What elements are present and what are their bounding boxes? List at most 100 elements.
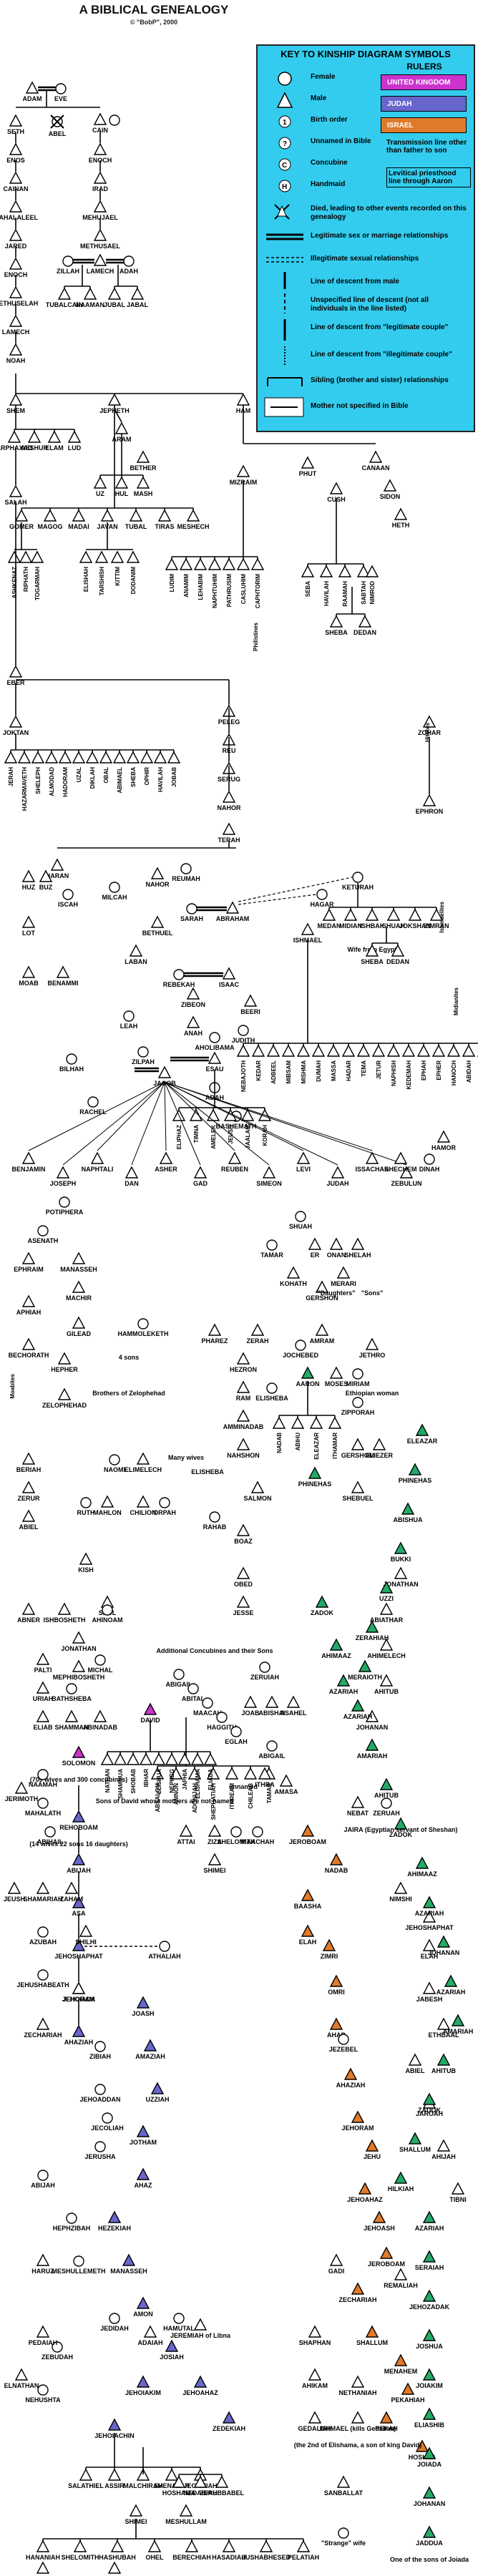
female-circle-icon <box>259 1662 270 1673</box>
person-name: PEDAIAH <box>29 2339 58 2346</box>
person-name: SHUAH <box>289 1223 312 1230</box>
person-name: JADDUA <box>416 2540 443 2547</box>
person-name: unnamed <box>229 1783 258 1790</box>
kinship-line <box>164 1081 201 1166</box>
male-triangle-icon <box>266 1044 281 1057</box>
person-name: AHIJAH <box>431 2153 456 2160</box>
person-name: SHELOMITH <box>218 1838 255 1845</box>
person-name: GERSHON <box>306 1294 338 1302</box>
male-triangle-icon <box>462 1044 476 1057</box>
male-triangle-icon <box>21 1509 36 1522</box>
person-name: PELATIAH <box>288 2554 319 2561</box>
male-triangle-icon <box>358 1659 372 1672</box>
person-name: ASSIR <box>104 2482 125 2489</box>
male-triangle-icon <box>372 1438 386 1450</box>
person-name: LUD <box>68 444 82 452</box>
person-name: ADONIJAH <box>192 1783 198 1813</box>
person-name: JUBAL <box>104 301 126 308</box>
kinship-line <box>164 1081 270 1166</box>
person-name: NIMROD <box>369 581 376 605</box>
person-name: JABESH <box>416 1996 443 2003</box>
male-triangle-icon <box>167 751 181 763</box>
male-triangle-icon <box>122 2253 136 2266</box>
person-name: KOHATH <box>280 1280 307 1287</box>
male-triangle-icon <box>21 965 36 978</box>
female-circle-icon <box>102 1604 113 1616</box>
male-triangle-icon <box>208 1824 222 1837</box>
ruler-note-transmission: Transmission line other than father to s… <box>386 139 467 155</box>
male-triangle-icon <box>9 343 23 356</box>
person-name: JOSEPH <box>50 1180 77 1187</box>
male-triangle-icon <box>157 1065 172 1078</box>
male-triangle-icon <box>356 1044 371 1057</box>
person-name: JERUSHA <box>84 2153 116 2160</box>
male-triangle-icon <box>301 1924 315 1937</box>
person-name: ZERAHIAH <box>356 1634 389 1641</box>
person-name: ELISHUA <box>156 1769 162 1794</box>
key-row-birth-order: 1 Birth order <box>258 113 474 133</box>
person-name: SHAPHAN <box>299 2339 331 2346</box>
sibling-line-icon <box>267 377 303 386</box>
male-triangle-icon <box>147 2540 162 2552</box>
male-triangle-icon <box>222 557 236 570</box>
person-name: JEHUSHABEATH <box>16 1981 69 1989</box>
person-name: ZECHARIAH <box>339 2296 377 2303</box>
male-triangle-icon <box>129 944 143 957</box>
person-name: OPHIR <box>144 767 150 786</box>
male-triangle-icon <box>186 509 200 522</box>
person-name: ABIDAH <box>466 1060 472 1083</box>
male-triangle-icon <box>394 2353 408 2366</box>
male-triangle-icon <box>422 715 436 728</box>
male-triangle-icon <box>136 1452 150 1465</box>
person-name: AHITUB <box>374 1792 399 1799</box>
page-title: A BIBLICAL GENEALOGY <box>79 3 229 16</box>
person-name: ABIEL <box>406 2067 426 2074</box>
person-name: EVE <box>54 95 67 102</box>
person-name: ELISHEBA <box>191 1468 224 1475</box>
person-name: UZAL <box>76 767 82 782</box>
male-triangle-icon <box>193 557 208 570</box>
male-triangle-icon <box>379 1638 394 1651</box>
person-name: ATHALIAH <box>148 1953 180 1960</box>
person-name: SHECHEM <box>384 1166 416 1173</box>
person-name: ELIASHIB <box>414 2421 445 2429</box>
male-triangle-icon <box>130 287 145 300</box>
person-name: AMARIAH <box>357 1752 388 1760</box>
person-name: MIDIAN <box>339 922 362 930</box>
person-name: PHUT <box>299 470 317 477</box>
key-line-male-descent: Line of descent from male <box>311 278 399 286</box>
person-name: ANAH <box>184 1030 203 1037</box>
male-triangle-icon <box>379 1581 394 1594</box>
male-triangle-icon <box>262 1166 276 1179</box>
male-triangle-icon <box>408 2053 422 2066</box>
person-name: JERAH <box>8 767 14 786</box>
person-name: MIRIAM <box>346 1380 370 1387</box>
male-triangle-icon <box>57 1352 72 1365</box>
person-name: PALTI <box>34 1667 52 1674</box>
male-triangle-icon <box>36 1709 50 1722</box>
person-name: HANOCH <box>451 1060 457 1085</box>
person-name: Many wives <box>168 1454 204 1461</box>
male-triangle-icon <box>107 2468 122 2481</box>
male-triangle-icon <box>67 430 82 443</box>
person-name: METHUSAEL <box>80 243 121 250</box>
person-name: ASENATH <box>28 1237 59 1244</box>
male-triangle-icon <box>72 1316 86 1329</box>
male-triangle-icon <box>351 1795 365 1808</box>
male-triangle-icon <box>394 1566 408 1579</box>
person-name: AMON <box>133 2311 153 2318</box>
male-triangle-icon <box>329 1237 343 1250</box>
credit-line: © "BobP", 2000 <box>130 19 178 26</box>
male-triangle-icon <box>107 2210 122 2223</box>
female-circle-icon <box>338 2034 349 2045</box>
person-name: HEPHZIBAH <box>53 2225 91 2232</box>
male-triangle-icon <box>243 994 258 1007</box>
person-name: NAHSHON <box>227 1452 260 1459</box>
male-triangle-icon <box>165 2339 179 2352</box>
person-name: ASAHEL <box>280 1709 307 1717</box>
person-name: BETHER <box>130 464 157 472</box>
person-name: ZADOK <box>311 1609 333 1616</box>
person-name: EPHRAIM <box>14 1266 44 1273</box>
male-triangle-icon <box>50 858 64 871</box>
male-triangle-icon <box>94 550 109 563</box>
